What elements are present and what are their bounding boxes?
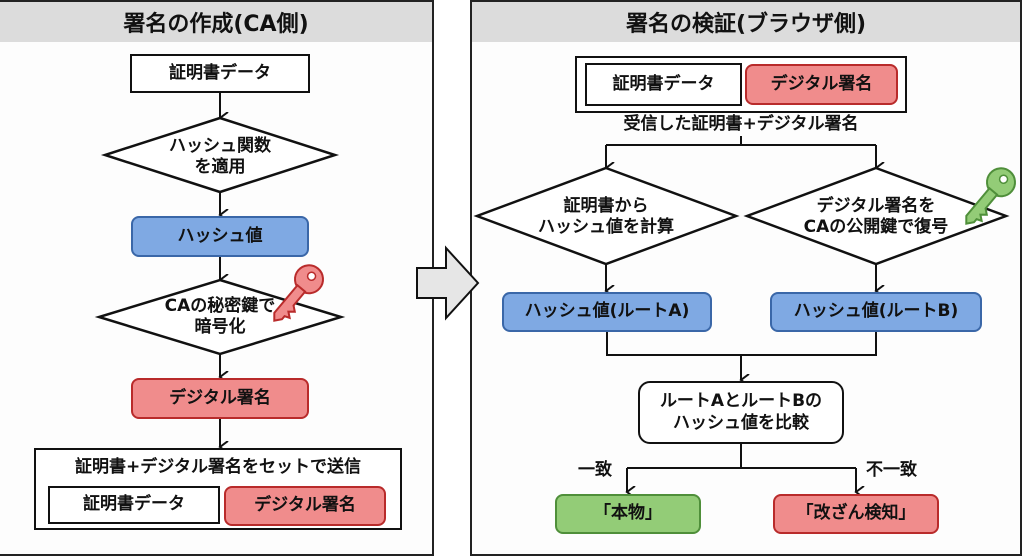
step-certificate-data-label: 証明書データ xyxy=(169,62,271,83)
panel-title-creation: 署名の作成(CA側) xyxy=(0,2,432,42)
send-bundle-caption: 証明書+デジタル署名をセットで送信 xyxy=(75,457,361,477)
result-authentic-label: 「本物」 xyxy=(594,503,662,524)
step-digital-signature-label: デジタル署名 xyxy=(169,387,271,408)
send-bundle-digital-signature: デジタル署名 xyxy=(224,486,386,526)
panel-title-verification: 署名の検証(ブラウザ側) xyxy=(472,2,1020,42)
step-encrypt-label: CAの秘密鍵で 暗号化 xyxy=(164,296,276,338)
hash-value-route-b: ハッシュ値(ルートB) xyxy=(770,292,982,332)
step-certificate-data: 証明書データ xyxy=(130,54,310,93)
mismatch-label: 不一致 xyxy=(866,460,917,480)
hash-value-route-b-label: ハッシュ値(ルートB) xyxy=(793,301,959,322)
received-certificate-data: 証明書データ xyxy=(585,63,742,106)
received-certificate-data-label: 証明書データ xyxy=(612,73,715,94)
route-a-process-label: 証明書から ハッシュ値を計算 xyxy=(538,196,674,238)
hash-value-route-a: ハッシュ値(ルートA) xyxy=(502,292,712,332)
match-label: 一致 xyxy=(578,460,612,480)
send-bundle-certificate-data-label: 証明書データ xyxy=(83,494,185,515)
step-apply-hash-function-label: ハッシュ関数 を適用 xyxy=(169,136,271,178)
received-bundle-caption: 受信した証明書+デジタル署名 xyxy=(623,114,859,134)
received-digital-signature-label: デジタル署名 xyxy=(770,73,873,94)
result-authentic: 「本物」 xyxy=(555,494,701,534)
result-tampered-label: 「改ざん検知」 xyxy=(796,503,916,524)
step-hash-value: ハッシュ値 xyxy=(131,216,309,257)
send-bundle-digital-signature-label: デジタル署名 xyxy=(254,495,356,516)
step-digital-signature: デジタル署名 xyxy=(131,378,309,419)
send-bundle-certificate-data: 証明書データ xyxy=(48,486,220,524)
step-hash-value-label: ハッシュ値 xyxy=(177,225,263,246)
compare-hashes: ルートAとルートBの ハッシュ値を比較 xyxy=(638,381,844,444)
hash-value-route-a-label: ハッシュ値(ルートA) xyxy=(524,301,690,322)
result-tampered: 「改ざん検知」 xyxy=(773,494,939,534)
compare-hashes-label: ルートAとルートBの ハッシュ値を比較 xyxy=(659,391,823,433)
received-digital-signature: デジタル署名 xyxy=(745,64,898,105)
route-b-process-label: デジタル署名を CAの公開鍵で復号 xyxy=(803,196,949,238)
